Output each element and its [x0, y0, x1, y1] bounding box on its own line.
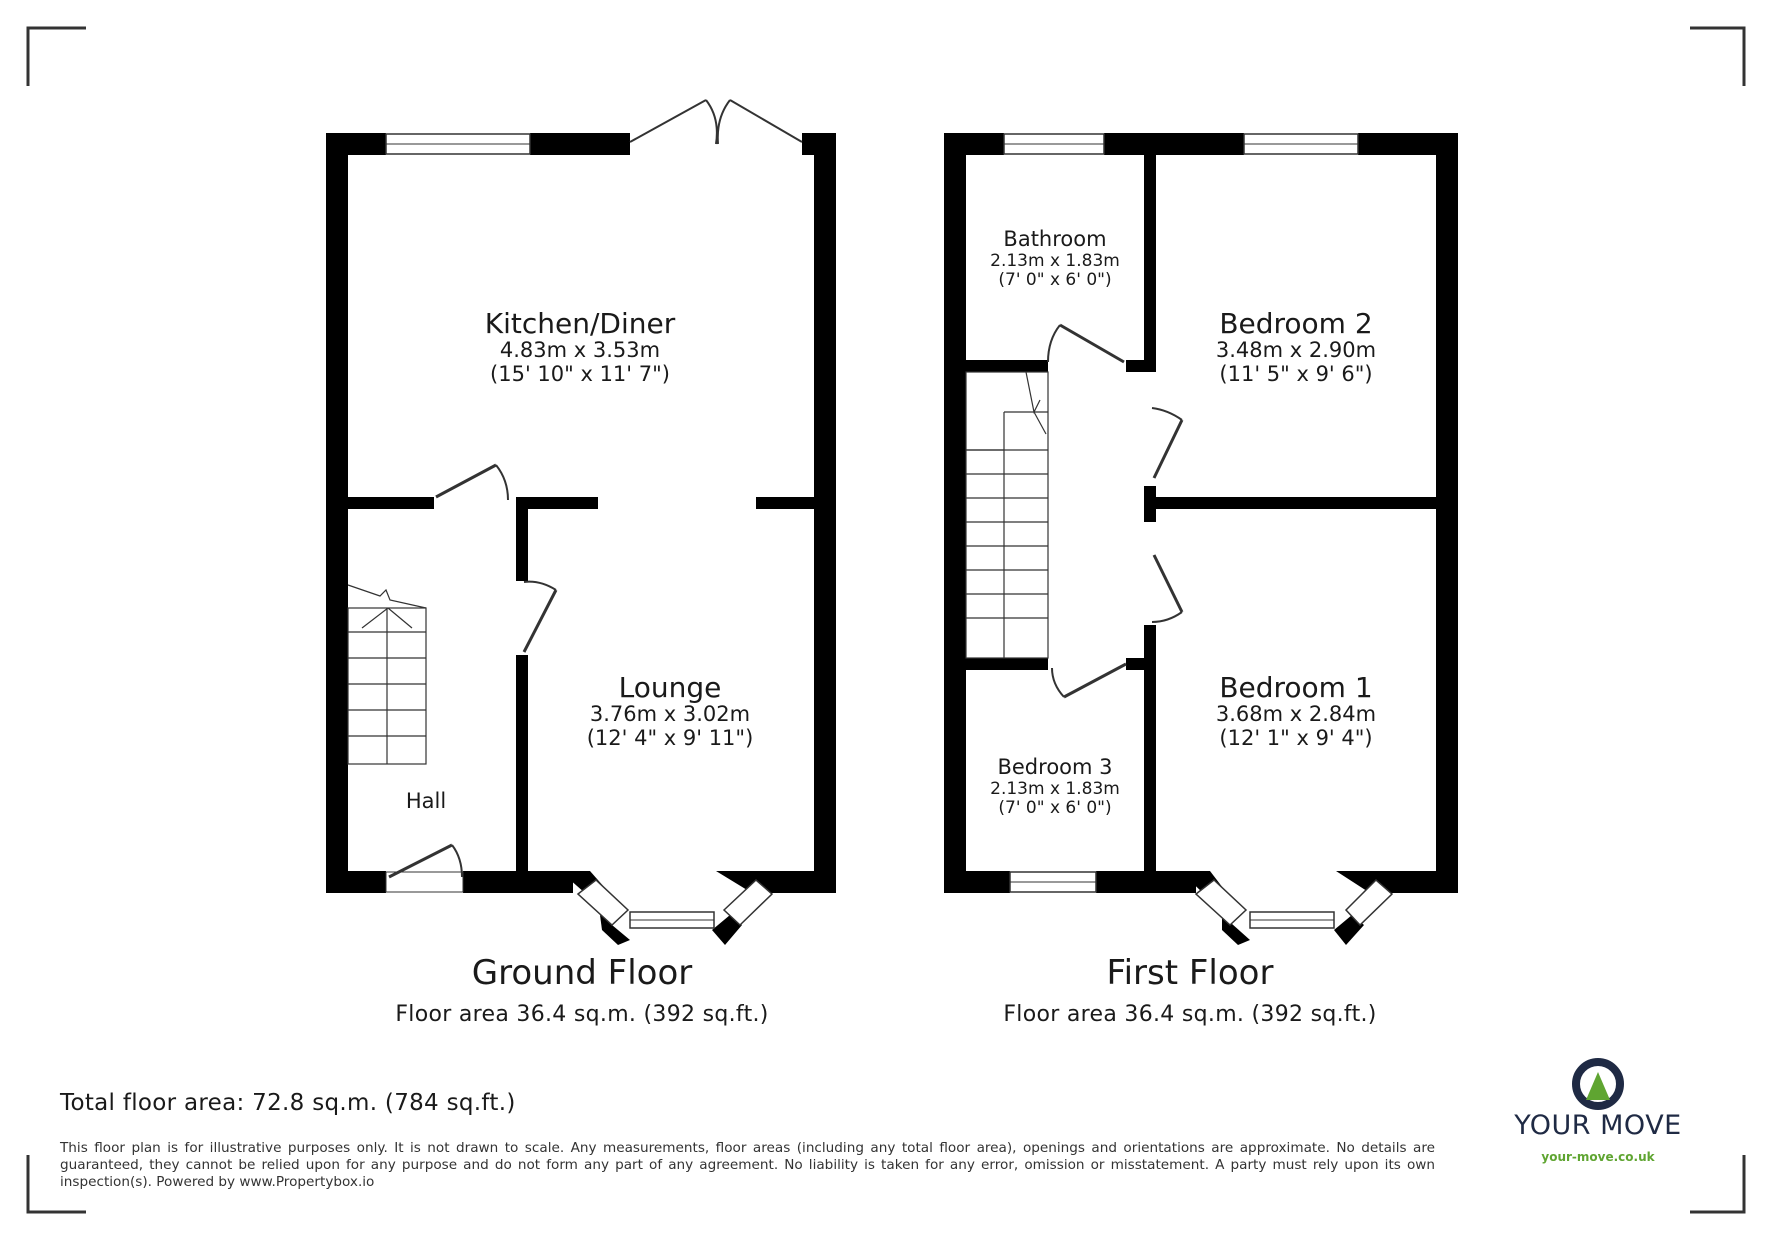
crop-mark-bottom-right [1690, 1155, 1746, 1214]
room-dimensions-metric: 4.83m x 3.53m [499, 338, 661, 363]
room-lounge: Lounge 3.76m x 3.02m (12' 4" x 9' 11") [560, 672, 780, 750]
gf-wall-right [814, 133, 836, 893]
room-dimensions-imperial: (7' 0" x 6' 0") [998, 269, 1112, 290]
room-dimensions-imperial: (15' 10" x 11' 7") [490, 361, 670, 386]
gf-front-door-opening [385, 871, 464, 893]
gf-wall-hall-lounge-a [516, 497, 528, 581]
logo-name: YOUR MOVE [1514, 1110, 1682, 1141]
gf-kitchen-door [435, 463, 497, 499]
gf-french-door-left [629, 99, 707, 143]
ff-window-bay-right [1344, 878, 1394, 927]
crop-mark-top-right [1690, 26, 1746, 86]
room-bathroom: Bathroom 2.13m x 1.83m (7' 0" x 6' 0") [970, 227, 1140, 290]
ff-wall-bottom-c [1386, 871, 1458, 893]
gf-lounge-door [522, 589, 558, 653]
room-name: Lounge [618, 671, 722, 704]
ff-wall-landing-a [1144, 486, 1156, 522]
gf-stairs [347, 584, 427, 765]
ff-bedroom2-door [1152, 419, 1184, 479]
gf-wall-kitchen-hall [348, 497, 434, 509]
room-dimensions-imperial: (12' 1" x 9' 4") [1219, 725, 1373, 750]
ff-bedroom3-door [1063, 662, 1127, 699]
gf-wall-top-b [530, 133, 630, 155]
gf-wall-bottom-b [463, 871, 573, 893]
ff-wall-bath-bed2-b [1126, 360, 1156, 372]
room-name: Bedroom 2 [1219, 307, 1373, 340]
room-dimensions-metric: 3.76m x 3.02m [589, 702, 751, 727]
ff-bedroom1-door [1152, 554, 1184, 613]
ff-wall-bed2-bed1 [1156, 497, 1438, 509]
ff-wall-bath-bed2-a [1144, 150, 1156, 372]
crop-mark-top-left [26, 26, 86, 86]
ff-wall-right [1436, 133, 1458, 893]
ff-bay-right-corner [1334, 915, 1364, 945]
ff-wall-left [944, 133, 966, 893]
gf-french-door-right [729, 99, 803, 143]
gf-wall-kitchen-lounge-a [516, 497, 598, 509]
room-name: Kitchen/Diner [484, 307, 676, 340]
first-floor-title: First Floor [1106, 953, 1274, 993]
gf-front-door [388, 843, 453, 879]
room-hall: Hall [386, 789, 466, 814]
ff-wall-top-b [1104, 133, 1244, 155]
ff-wall-bed3-stub [1126, 658, 1156, 670]
gf-wall-top-a [326, 133, 386, 155]
gf-wall-hall-lounge-b [516, 655, 528, 880]
ff-wall-top-a [944, 133, 1004, 155]
room-dimensions-metric: 2.13m x 1.83m [990, 250, 1120, 271]
ground-floor-area: Floor area 36.4 sq.m. (392 sq.ft.) [395, 1002, 769, 1027]
logo-url[interactable]: your-move.co.uk [1541, 1150, 1655, 1164]
room-dimensions-metric: 3.68m x 2.84m [1215, 702, 1377, 727]
room-dimensions-metric: 3.48m x 2.90m [1215, 338, 1377, 363]
logo-triangle [1586, 1072, 1610, 1100]
gf-wall-kitchen-lounge-b [756, 497, 816, 509]
room-dimensions-imperial: (12' 4" x 9' 11") [586, 725, 754, 750]
room-name: Bedroom 3 [997, 755, 1113, 779]
total-floor-area: Total floor area: 72.8 sq.m. (784 sq.ft.… [60, 1090, 516, 1116]
room-bedroom-2: Bedroom 2 3.48m x 2.90m (11' 5" x 9' 6") [1186, 308, 1406, 386]
ff-wall-bed3-bed1 [1144, 625, 1156, 883]
gf-wall-bottom-a [326, 871, 386, 893]
ff-wall-bath-landing [966, 360, 1048, 372]
logo-ring [1572, 1058, 1624, 1110]
room-dimensions-imperial: (7' 0" x 6' 0") [998, 797, 1112, 818]
first-floor-area: Floor area 36.4 sq.m. (392 sq.ft.) [1003, 1002, 1377, 1027]
crop-mark-bottom-left [26, 1155, 86, 1214]
gf-window-bay-right [722, 878, 774, 927]
ground-floor-title: Ground Floor [471, 953, 693, 993]
disclaimer-text: This floor plan is for illustrative purp… [60, 1140, 1435, 1190]
room-dimensions-imperial: (11' 5" x 9' 6") [1219, 361, 1373, 386]
room-name: Hall [405, 789, 447, 813]
room-bedroom-1: Bedroom 1 3.68m x 2.84m (12' 1" x 9' 4") [1186, 672, 1406, 750]
room-name: Bedroom 1 [1219, 671, 1373, 704]
gf-bay-left-corner [600, 915, 630, 945]
gf-wall-bottom-c [766, 871, 836, 893]
ff-wall-top-c [1358, 133, 1458, 155]
room-bedroom-3: Bedroom 3 2.13m x 1.83m (7' 0" x 6' 0") [970, 755, 1140, 818]
room-name: Bathroom [1003, 227, 1107, 251]
ff-window-bay-left [1194, 879, 1248, 927]
ff-stairs [965, 371, 1049, 659]
ff-wall-bottom-a [944, 871, 1010, 893]
ff-bathroom-door [1059, 323, 1125, 364]
gf-window-bay-left [576, 879, 630, 927]
room-kitchen-diner: Kitchen/Diner 4.83m x 3.53m (15' 10" x 1… [460, 308, 700, 386]
ff-wall-landing-bed3 [966, 658, 1048, 670]
room-dimensions-metric: 2.13m x 1.83m [990, 778, 1120, 799]
gf-wall-left [326, 133, 348, 893]
gf-bay-right-corner [712, 915, 742, 945]
